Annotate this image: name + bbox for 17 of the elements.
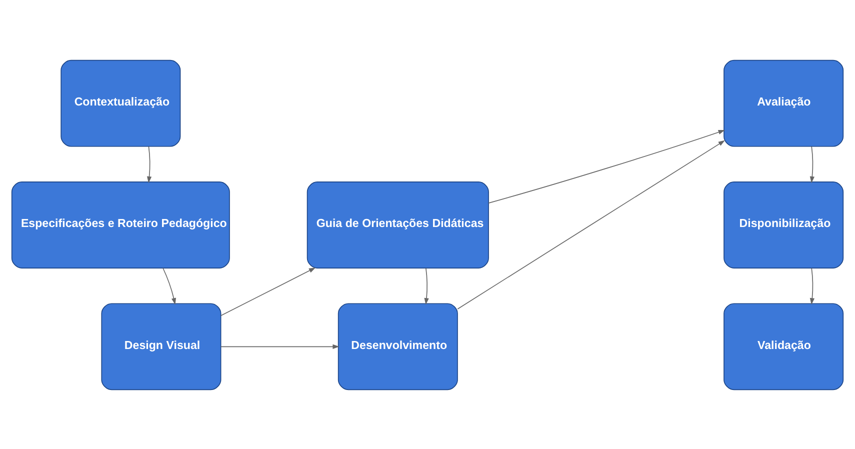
arrow	[162, 267, 176, 304]
arrow	[810, 267, 814, 304]
node-box: Validação	[724, 302, 844, 390]
node-box: Guia de Orientações Didáticas	[306, 181, 489, 268]
arrow	[424, 267, 429, 304]
node-box: Desenvolvimento	[338, 302, 458, 390]
node-box: Avaliação	[724, 59, 844, 146]
arrow	[220, 344, 340, 348]
node-box: Disponibilização	[724, 181, 844, 268]
arrow	[810, 146, 814, 183]
arrow	[488, 129, 725, 203]
node-box: Especificações e Roteiro Pedagógico	[11, 181, 230, 268]
arrow	[146, 146, 152, 183]
node-box: Design Visual	[101, 302, 222, 390]
node-box: Contextualização	[60, 59, 181, 146]
arrow	[220, 267, 316, 316]
arrow	[457, 140, 725, 309]
